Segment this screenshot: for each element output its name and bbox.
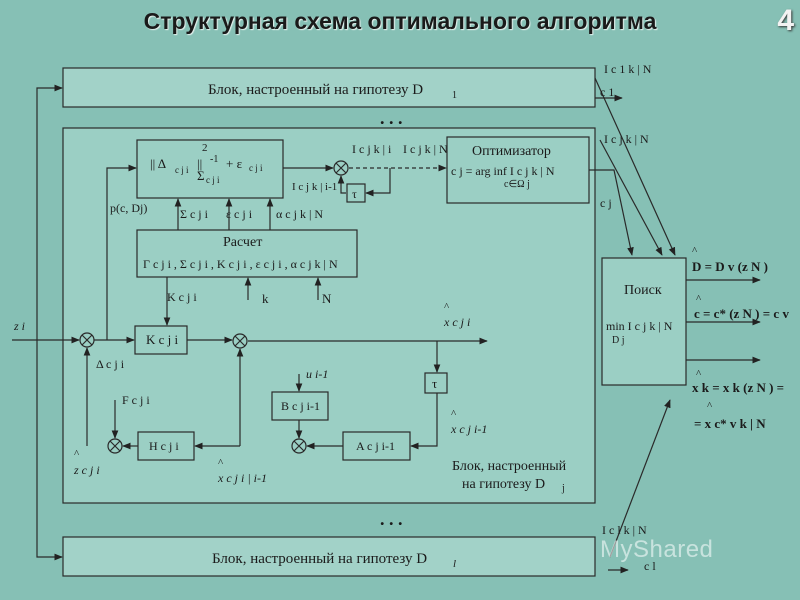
k-box: [134, 325, 188, 355]
norm-delta: || Δ: [150, 156, 166, 171]
label-xhat-cji1: x c j i-1: [450, 422, 487, 436]
label-xhat-cji-i1: x c j i | i-1: [217, 471, 267, 485]
junction-mid: [232, 333, 248, 349]
dots-bottom: . . .: [380, 509, 403, 529]
hat-out-c: ^: [696, 293, 702, 305]
a-box: [342, 431, 411, 461]
tau-bottom-label: τ: [432, 376, 437, 391]
norm-inv: -1: [210, 154, 218, 165]
label-i-cjkn-right: I c j k | N: [604, 132, 649, 146]
hat-xcji: ^: [444, 301, 450, 313]
label-zhat-cji: z c j i: [73, 463, 100, 477]
h-box: [137, 431, 195, 461]
block-dl: [62, 536, 596, 577]
label-f-cji: F c j i: [122, 393, 150, 407]
optimizer-title: Оптимизатор: [472, 144, 551, 159]
slide-title: Структурная схема оптимального алгоритма: [143, 8, 657, 34]
optimizer-box: [446, 136, 590, 204]
search-title: Поиск: [624, 283, 662, 298]
norm-delta-sub: c j i: [175, 165, 189, 175]
hat-out-x2: ^: [707, 400, 713, 412]
b-box-label: B c j i-1: [281, 399, 320, 413]
output-c: c = c* (z N ) = c v: [694, 306, 789, 321]
block-dl-label: Блок, настроенный на гипотезу D: [212, 551, 427, 567]
h-box-label: H c j i: [149, 439, 179, 453]
raschet-title: Расчет: [223, 235, 262, 250]
label-c1: c 1: [600, 85, 614, 99]
block-d1-sub: 1: [452, 90, 457, 101]
label-i-cjki: I c j k | i: [352, 142, 392, 156]
label-alpha: α c j k | N: [276, 207, 323, 221]
label-cj: c j: [600, 196, 612, 210]
search-min-sub: D j: [612, 335, 625, 346]
slide-number: 4: [777, 4, 794, 37]
block-d1-label: Блок, настроенный на гипотезу D: [208, 82, 423, 98]
label-cl: c l: [644, 559, 656, 573]
block-dl-sub: l: [453, 558, 456, 570]
label-zi: z i: [13, 319, 25, 333]
block-dj-line2: на гипотезу D: [462, 477, 545, 492]
dots-top: . . .: [380, 108, 403, 128]
raschet-formula: Г c j i , Σ c j i , K c j i , ε c j i , …: [143, 257, 338, 271]
label-i-cjkn: I c j k | N: [403, 142, 448, 156]
junction-b: [291, 438, 307, 454]
junction-h: [107, 438, 123, 454]
label-i-clkn: I c l k | N: [602, 523, 647, 537]
search-min: min I c j k | N: [606, 319, 673, 333]
hat-zcji: ^: [74, 448, 80, 460]
block-dj-line1: Блок, настроенный: [452, 459, 567, 474]
norm-box: [136, 139, 284, 199]
label-eps: ε c j i: [226, 207, 253, 221]
label-n: N: [322, 291, 332, 306]
label-p-c-dj: p(c, Dj): [110, 201, 147, 215]
norm-sigma-sub: c j i: [206, 175, 220, 185]
tau-box-top: [346, 183, 366, 203]
optimizer-sub: c∈Ω j: [504, 179, 530, 190]
k-box-label: K c j i: [146, 332, 179, 347]
watermark: MyShared: [600, 536, 714, 563]
label-u-i1: u i-1: [306, 367, 328, 381]
label-k: k: [262, 291, 269, 306]
tau-top-label: τ: [352, 187, 357, 201]
block-dj-sub: j: [561, 483, 565, 494]
norm-eps: + ε: [226, 156, 243, 171]
norm-eps-sub: c j i: [249, 163, 263, 173]
output-x1: x k = x k (z N ) =: [692, 380, 784, 395]
tau-box-bottom: [424, 372, 448, 394]
label-k-cji: K c j i: [167, 290, 197, 304]
hat-xcji1: ^: [451, 408, 457, 420]
norm-bars: ||: [197, 156, 202, 171]
output-x2: = x c* v k | N: [694, 416, 766, 431]
hat-out-x1: ^: [696, 368, 702, 380]
norm-exp-2: 2: [202, 142, 208, 154]
hat-xcji-i1: ^: [218, 457, 224, 469]
a-box-label: A c j i-1: [356, 439, 395, 453]
junction-top: [333, 160, 349, 176]
label-i-c1kn: I c 1 k | N: [604, 62, 652, 76]
hat-out-d: ^: [692, 245, 698, 257]
label-delta-cji: Δ c j i: [96, 357, 125, 371]
label-xhat-cji: x c j i: [443, 315, 470, 329]
optimizer-formula: c j = arg inf I c j k | N: [451, 164, 555, 178]
output-d: D = D v (z N ): [692, 259, 768, 274]
raschet-box: [136, 229, 358, 278]
search-box: [601, 257, 687, 386]
label-i-cjki1: I c j k | i-1: [292, 181, 337, 193]
block-d1: [62, 67, 596, 108]
norm-sigma: Σ: [197, 168, 205, 183]
label-sigma: Σ c j i: [180, 207, 209, 221]
b-box: [271, 391, 329, 421]
